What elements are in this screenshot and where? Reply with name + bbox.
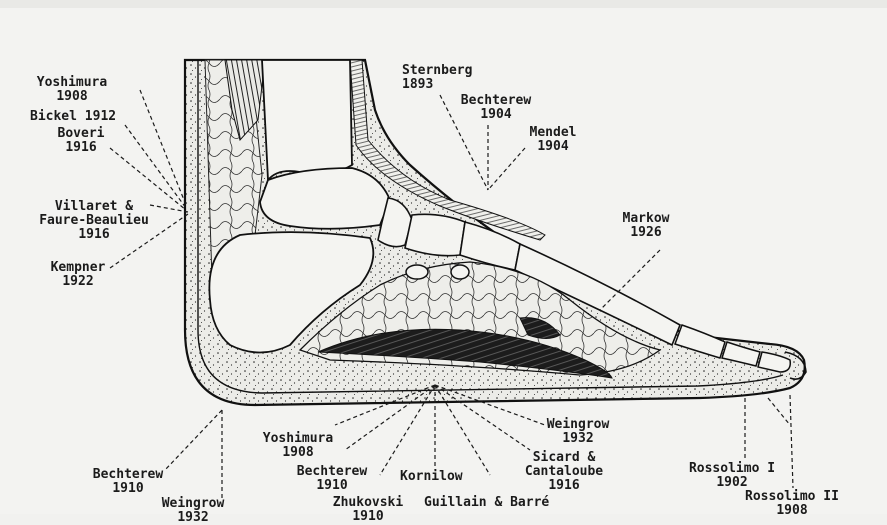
label-kornilow: Kornilow xyxy=(400,470,463,484)
tibia xyxy=(262,60,352,180)
label-bickel-1912: Bickel 1912 xyxy=(30,110,116,124)
cuneiform-1 xyxy=(405,214,465,255)
label-guillain-barre: Guillain & Barré xyxy=(424,496,549,510)
talus xyxy=(260,168,390,229)
